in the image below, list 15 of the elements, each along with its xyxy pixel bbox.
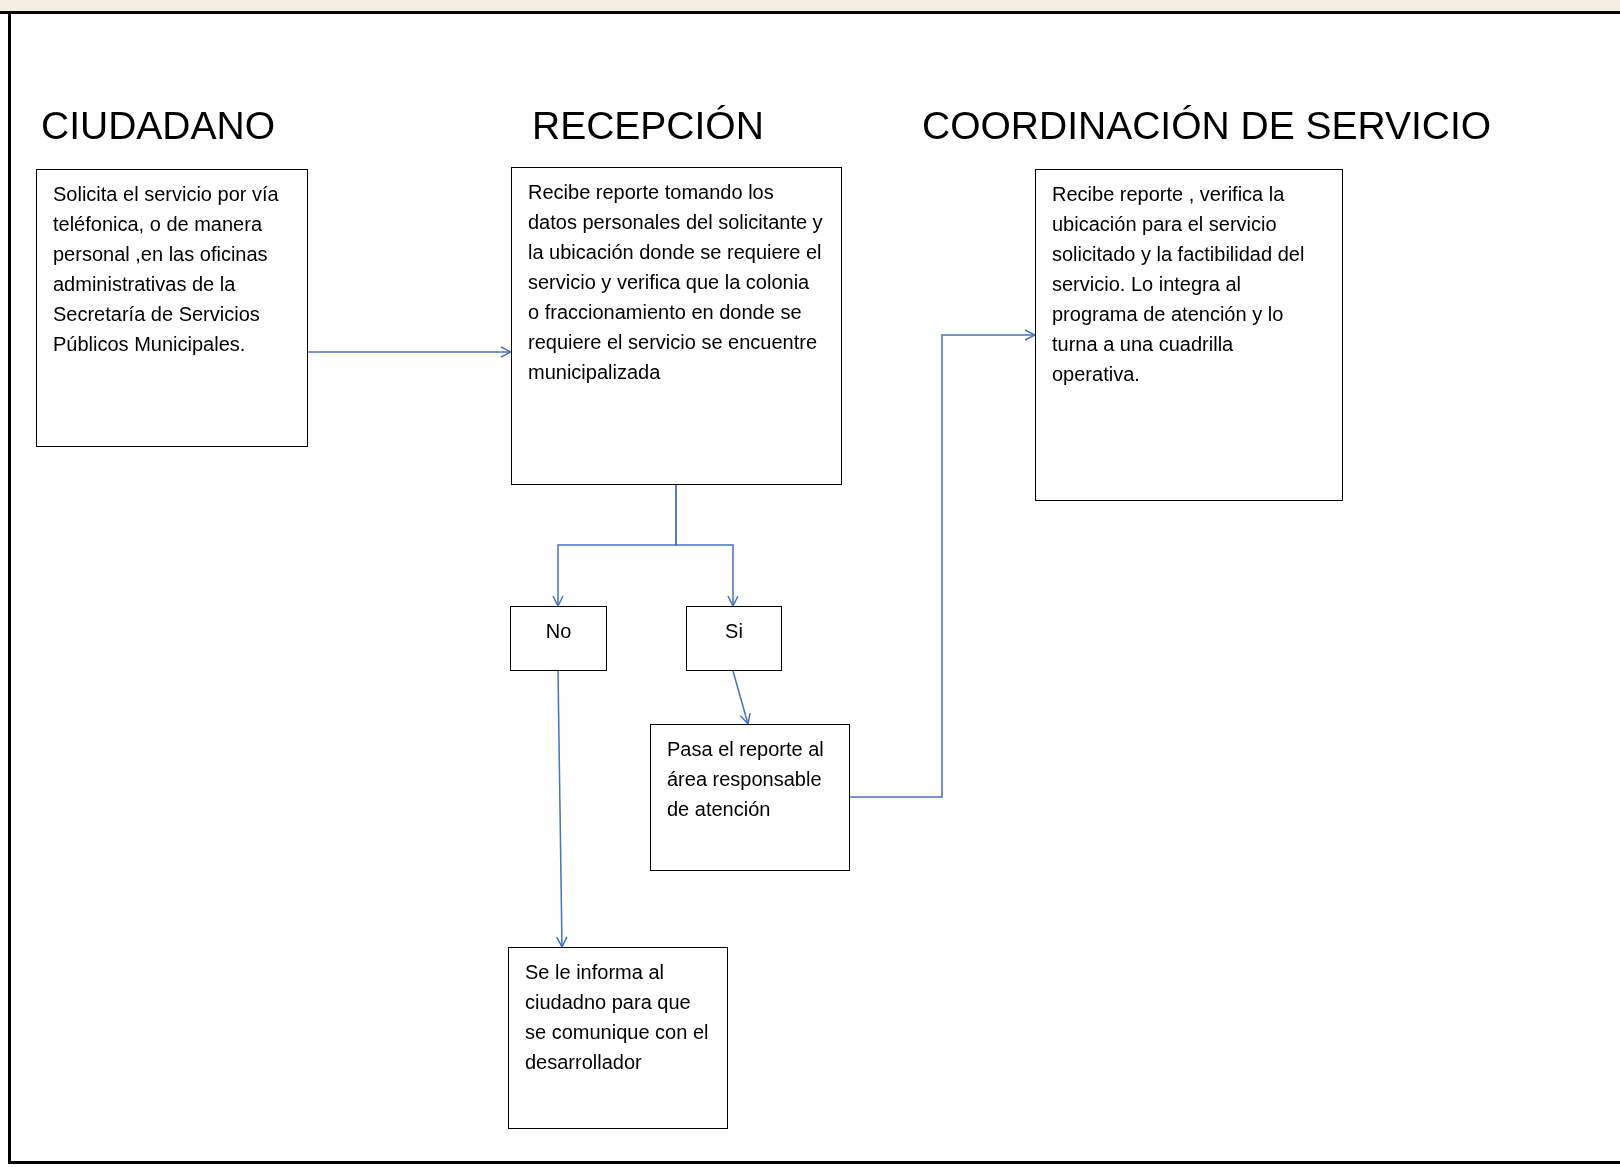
process-box: Recibe reporte tomando los datos personales del solicitante y la ubicación donde se requiere el servicio y verifica que la colonia o fraccionamiento en donde se requiere el servicio se encuentre municipalizada [511, 167, 842, 485]
column-heading: RECEPCIÓN [532, 104, 764, 148]
arrow [849, 329, 1036, 798]
process-box: Pasa el reporte al área responsable de atención [650, 724, 850, 871]
arrow [675, 484, 739, 607]
process-box: Se le informa al ciudadno para que se comunique con el desarrollador [508, 947, 728, 1129]
process-box: Recibe reporte , verifica la ubicación para el servicio solicitado y la factibilidad del servicio. Lo integra al programa de atención y lo turna a una cuadrilla operativa. [1035, 169, 1343, 501]
column-heading: CIUDADANO [41, 104, 276, 148]
column-heading: COORDINACIÓN DE SERVICIO [922, 104, 1492, 148]
process-box: No [510, 606, 607, 671]
arrow [556, 670, 568, 948]
process-box: Si [686, 606, 782, 671]
process-box: Solicita el servicio por vía teléfonica, o de manera personal ,en las oficinas administrativas de la Secretaría de Servicios Públicos Municipales. [36, 169, 308, 447]
arrow [732, 670, 751, 725]
arrow [307, 346, 512, 358]
